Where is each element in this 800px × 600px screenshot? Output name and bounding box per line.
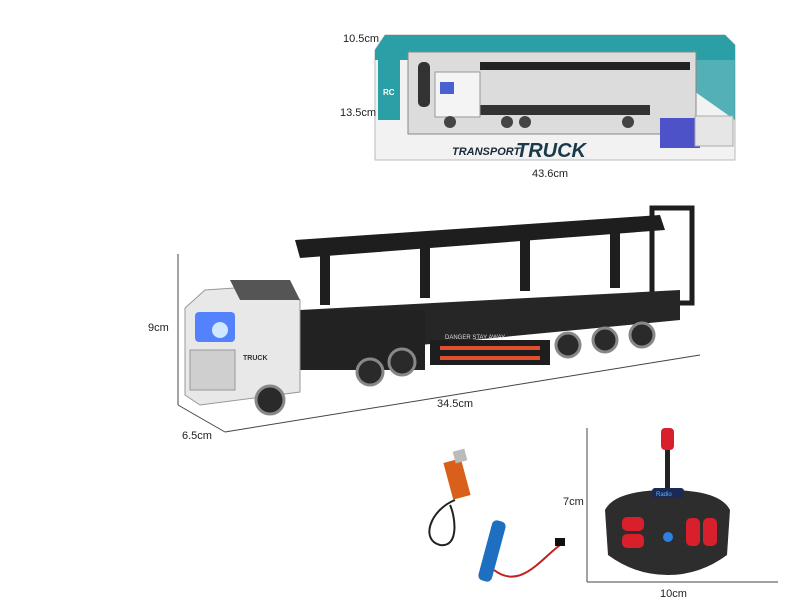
- remote-brand: Radio: [656, 492, 672, 498]
- truck-depth-label: 6.5cm: [182, 430, 212, 442]
- battery: [478, 520, 565, 582]
- trailer-warning-text: DANGER STAY AWAY: [445, 335, 505, 341]
- remote-controller: Radio: [605, 428, 730, 575]
- remote-width-label: 10cm: [660, 588, 687, 600]
- box-side-label: RC: [383, 88, 395, 97]
- cab-text: TRUCK: [243, 355, 268, 362]
- truck-dimension-lines: [177, 254, 778, 583]
- box-height-label: 13.5cm: [340, 107, 377, 119]
- box-brand-small: TRANSPORT: [452, 146, 522, 158]
- truck-height-label: 9cm: [148, 322, 169, 334]
- packaging-box: TRANSPORT TRUCK RC: [374, 34, 736, 162]
- truck-length-label: 34.5cm: [437, 398, 474, 410]
- usb-charging-cable: [428, 448, 471, 547]
- box-depth-label: 10.5cm: [343, 33, 380, 45]
- remote-height-label: 7cm: [563, 496, 584, 508]
- box-brand-large: TRUCK: [516, 140, 588, 162]
- rc-truck: DANGER STAY AWAY TRUCK: [184, 205, 695, 416]
- box-width-label: 43.6cm: [532, 168, 569, 180]
